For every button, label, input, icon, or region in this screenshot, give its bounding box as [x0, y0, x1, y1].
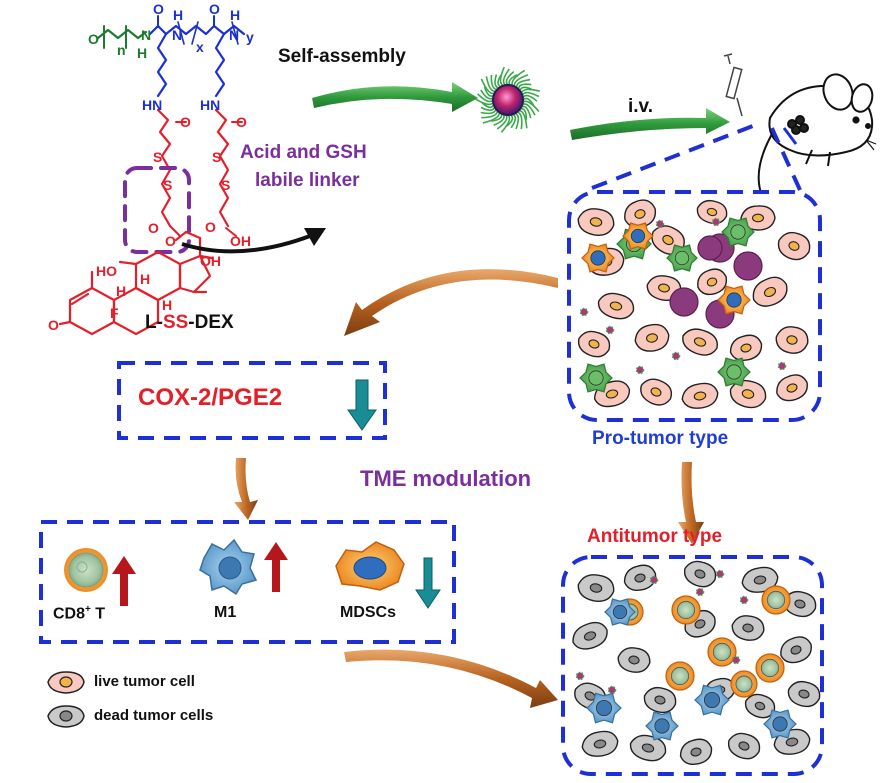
pro-tumor-label: Pro-tumor type — [592, 428, 729, 449]
polymer-structure — [58, 15, 246, 336]
peg-hydrogen: H — [137, 45, 147, 61]
pro-to-cox-arrow — [344, 269, 558, 336]
ester-o2: O — [165, 233, 176, 249]
linker-s2: S — [163, 177, 172, 193]
sidechain-hn1: HN — [142, 97, 162, 113]
linker-label-line1: Acid and GSH — [240, 142, 367, 163]
cd8-label: CD8+ T — [53, 604, 105, 623]
dex-ketone-o: O — [48, 317, 59, 333]
antitumor-label: Antitumor type — [587, 526, 723, 547]
dex-h3: H — [162, 297, 172, 313]
syringe-icon — [723, 53, 743, 117]
mdscs-label: MDSCs — [340, 604, 397, 621]
backbone-carbonyl-o2: O — [209, 1, 220, 17]
cox-down-arrow — [347, 379, 377, 431]
drug-prefix: L- — [145, 312, 163, 333]
pro-tumor-tissue — [567, 190, 822, 422]
dex-h1: H — [140, 271, 150, 287]
acid-oh: OH — [230, 233, 251, 249]
linker-label-line2: labile linker — [255, 170, 360, 191]
immune-to-anti-arrow — [344, 649, 558, 708]
peg-n-subscript: n — [117, 42, 126, 58]
legend-live-label: live tumor cell — [94, 673, 195, 690]
m1-label: M1 — [214, 604, 237, 621]
live-tumor-cell-icon — [47, 671, 85, 694]
mdsc-cell-icon — [335, 541, 405, 591]
dex-oh: OH — [200, 253, 221, 269]
cd8-suffix: T — [90, 605, 106, 623]
mdscs-down-arrow — [415, 557, 441, 609]
legend-dead-label: dead tumor cells — [94, 707, 214, 724]
backbone-x-subscript: x — [196, 39, 204, 55]
backbone-h2: H — [230, 7, 240, 23]
dex-fluorine: F — [110, 305, 119, 321]
cleavage-arrow — [181, 228, 326, 254]
iv-label: i.v. — [628, 96, 653, 117]
cox-box — [117, 361, 387, 440]
backbone-y-subscript: y — [246, 29, 254, 45]
sidechain-hn2: HN — [200, 97, 220, 113]
backbone-carbonyl-o1: O — [153, 1, 164, 17]
linker-s1: S — [153, 149, 162, 165]
linker-s3: S — [212, 149, 221, 165]
zoom-lines — [591, 122, 802, 191]
peg-oxygen: O — [88, 31, 99, 47]
dex-h2: H — [116, 283, 126, 299]
pro-to-anti-arrow — [678, 462, 704, 544]
cox-label: COX-2/PGE2 — [138, 384, 283, 411]
peg-nitrogen: N — [141, 27, 151, 43]
drug-suffix: -DEX — [188, 312, 234, 333]
backbone-nh2: N — [229, 27, 239, 43]
chemical-atom-labels: O n N H O N H x O N H y HN HN O O S S S … — [48, 1, 254, 333]
dead-tumor-cell-icon — [47, 705, 85, 728]
dex-ho: HO — [96, 263, 117, 279]
m1-up-arrow — [264, 542, 288, 592]
tme-modulation-label: TME modulation — [360, 466, 532, 491]
ester-o: O — [148, 220, 159, 236]
backbone-h1: H — [173, 7, 183, 23]
cd8-superscript: + — [85, 604, 91, 615]
acid-o: O — [205, 219, 216, 235]
linker-o2: O — [236, 114, 247, 130]
cd8-up-arrow — [112, 556, 136, 606]
mouse-illustration — [757, 73, 877, 197]
m1-macrophage-icon — [199, 538, 258, 596]
cox-to-immune-arrow — [234, 458, 258, 520]
drug-name-label: L-SS-DEX — [145, 312, 234, 334]
drug-disulfide: SS — [162, 312, 189, 333]
linker-o1: O — [180, 114, 191, 130]
self-assembly-label: Self-assembly — [278, 46, 406, 67]
self-assembly-arrow — [312, 82, 478, 112]
immune-cells-box — [39, 520, 456, 644]
backbone-nh1: N — [172, 27, 182, 43]
antitumor-tissue — [561, 555, 824, 776]
cd8-text: CD8 — [53, 605, 86, 623]
cd8-t-cell-icon — [64, 548, 108, 592]
micelle — [474, 66, 541, 133]
linker-s4: S — [221, 177, 230, 193]
injection-arrow — [570, 108, 730, 140]
